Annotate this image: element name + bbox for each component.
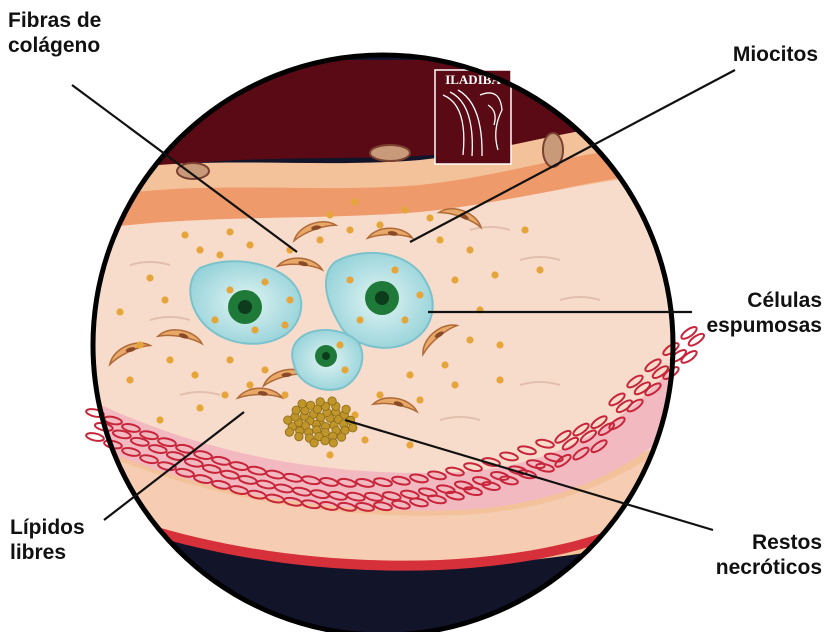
necrotic-granule <box>329 439 337 447</box>
smooth-muscle-cell <box>687 332 706 348</box>
label-myocytes: Miocitos <box>733 42 818 67</box>
lipid-dot <box>376 221 383 228</box>
lipid-dot <box>316 236 323 243</box>
necrotic-granule <box>298 400 306 408</box>
lipid-dot <box>216 251 223 258</box>
lipid-dot <box>491 271 498 278</box>
lipid-dot <box>466 246 473 253</box>
label-necrotic-debris: Restos necróticos <box>716 530 822 580</box>
lipid-dot <box>246 381 253 388</box>
lipid-dot <box>326 211 333 218</box>
lipid-dot <box>346 226 353 233</box>
smooth-muscle-cell <box>85 432 104 443</box>
lipid-dot <box>196 246 203 253</box>
lipid-dot <box>246 241 253 248</box>
lipid-dot <box>376 391 383 398</box>
foam-cell-3 <box>292 330 362 390</box>
lipid-dot <box>406 441 413 448</box>
lipid-dot <box>261 278 268 285</box>
lipid-dot <box>351 198 358 205</box>
label-necrotic-line2: necróticos <box>716 555 822 580</box>
lipid-dot <box>226 286 233 293</box>
necrotic-granule <box>310 439 318 447</box>
lipid-dot <box>336 341 343 348</box>
lipid-dot <box>196 404 203 411</box>
lipid-dot <box>441 361 448 368</box>
necrotic-granule <box>321 437 329 445</box>
lipid-dot <box>136 341 143 348</box>
label-collagen-line2: colágeno <box>8 33 101 58</box>
lipid-dot <box>496 341 503 348</box>
lipid-dot <box>346 276 353 283</box>
lipid-dot <box>496 376 503 383</box>
necrotic-granule <box>284 416 292 424</box>
lipid-dot <box>401 206 408 213</box>
lipid-dot <box>156 416 163 423</box>
lipid-dot <box>261 366 268 373</box>
necrotic-granule <box>328 397 336 405</box>
label-foam-cells-line1: Células <box>706 288 822 313</box>
lipid-dot <box>341 366 348 373</box>
label-necrotic-line1: Restos <box>716 530 822 555</box>
lipid-dot <box>251 326 258 333</box>
necrotic-granule <box>295 432 303 440</box>
lipid-dot <box>451 381 458 388</box>
lipid-dot <box>416 291 423 298</box>
lipid-dot <box>146 274 153 281</box>
necrotic-granule <box>285 428 293 436</box>
lipid-dot <box>406 371 413 378</box>
label-collagen-fibers: Fibras de colágeno <box>8 8 101 58</box>
lipid-dot <box>466 336 473 343</box>
label-myocytes-line1: Miocitos <box>733 42 818 67</box>
lipid-dot <box>226 228 233 235</box>
lipid-dot <box>286 296 293 303</box>
lipid-dot <box>181 231 188 238</box>
lipid-dot <box>361 436 368 443</box>
label-foam-cells-line2: espumosas <box>706 313 822 338</box>
smooth-muscle-cell <box>680 349 699 365</box>
lipid-dot <box>126 376 133 383</box>
lipid-dot <box>226 356 233 363</box>
lipid-dot <box>356 316 363 323</box>
lipid-dot <box>116 308 123 315</box>
lipid-dot <box>281 321 288 328</box>
lipid-dot <box>521 226 528 233</box>
necrotic-granule <box>316 398 324 406</box>
iladiba-logo: ILADIBA <box>435 70 511 164</box>
label-collagen-line1: Fibras de <box>8 8 101 33</box>
necrotic-granule <box>342 405 350 413</box>
lipid-dot <box>401 316 408 323</box>
lipid-dot <box>391 266 398 273</box>
lipid-dot <box>326 451 333 458</box>
label-lipids-line1: Lípidos <box>10 515 85 540</box>
lipid-dot <box>281 391 288 398</box>
lipid-dot <box>166 356 173 363</box>
lipid-dot <box>426 214 433 221</box>
smooth-muscle-cell <box>680 325 699 341</box>
necrotic-granule <box>306 401 314 409</box>
necrotic-granule <box>349 424 357 432</box>
lipid-dot <box>211 316 218 323</box>
lipid-dot <box>221 391 228 398</box>
lipid-dot <box>451 276 458 283</box>
lipid-dot <box>191 371 198 378</box>
label-foam-cells: Células espumosas <box>706 288 822 338</box>
label-free-lipids: Lípidos libres <box>10 515 85 565</box>
label-lipids-line2: libres <box>10 540 85 565</box>
lipid-dot <box>536 266 543 273</box>
necrotic-granule <box>337 433 345 441</box>
lipid-dot <box>161 296 168 303</box>
lipid-dot <box>436 236 443 243</box>
lipid-dot <box>416 396 423 403</box>
